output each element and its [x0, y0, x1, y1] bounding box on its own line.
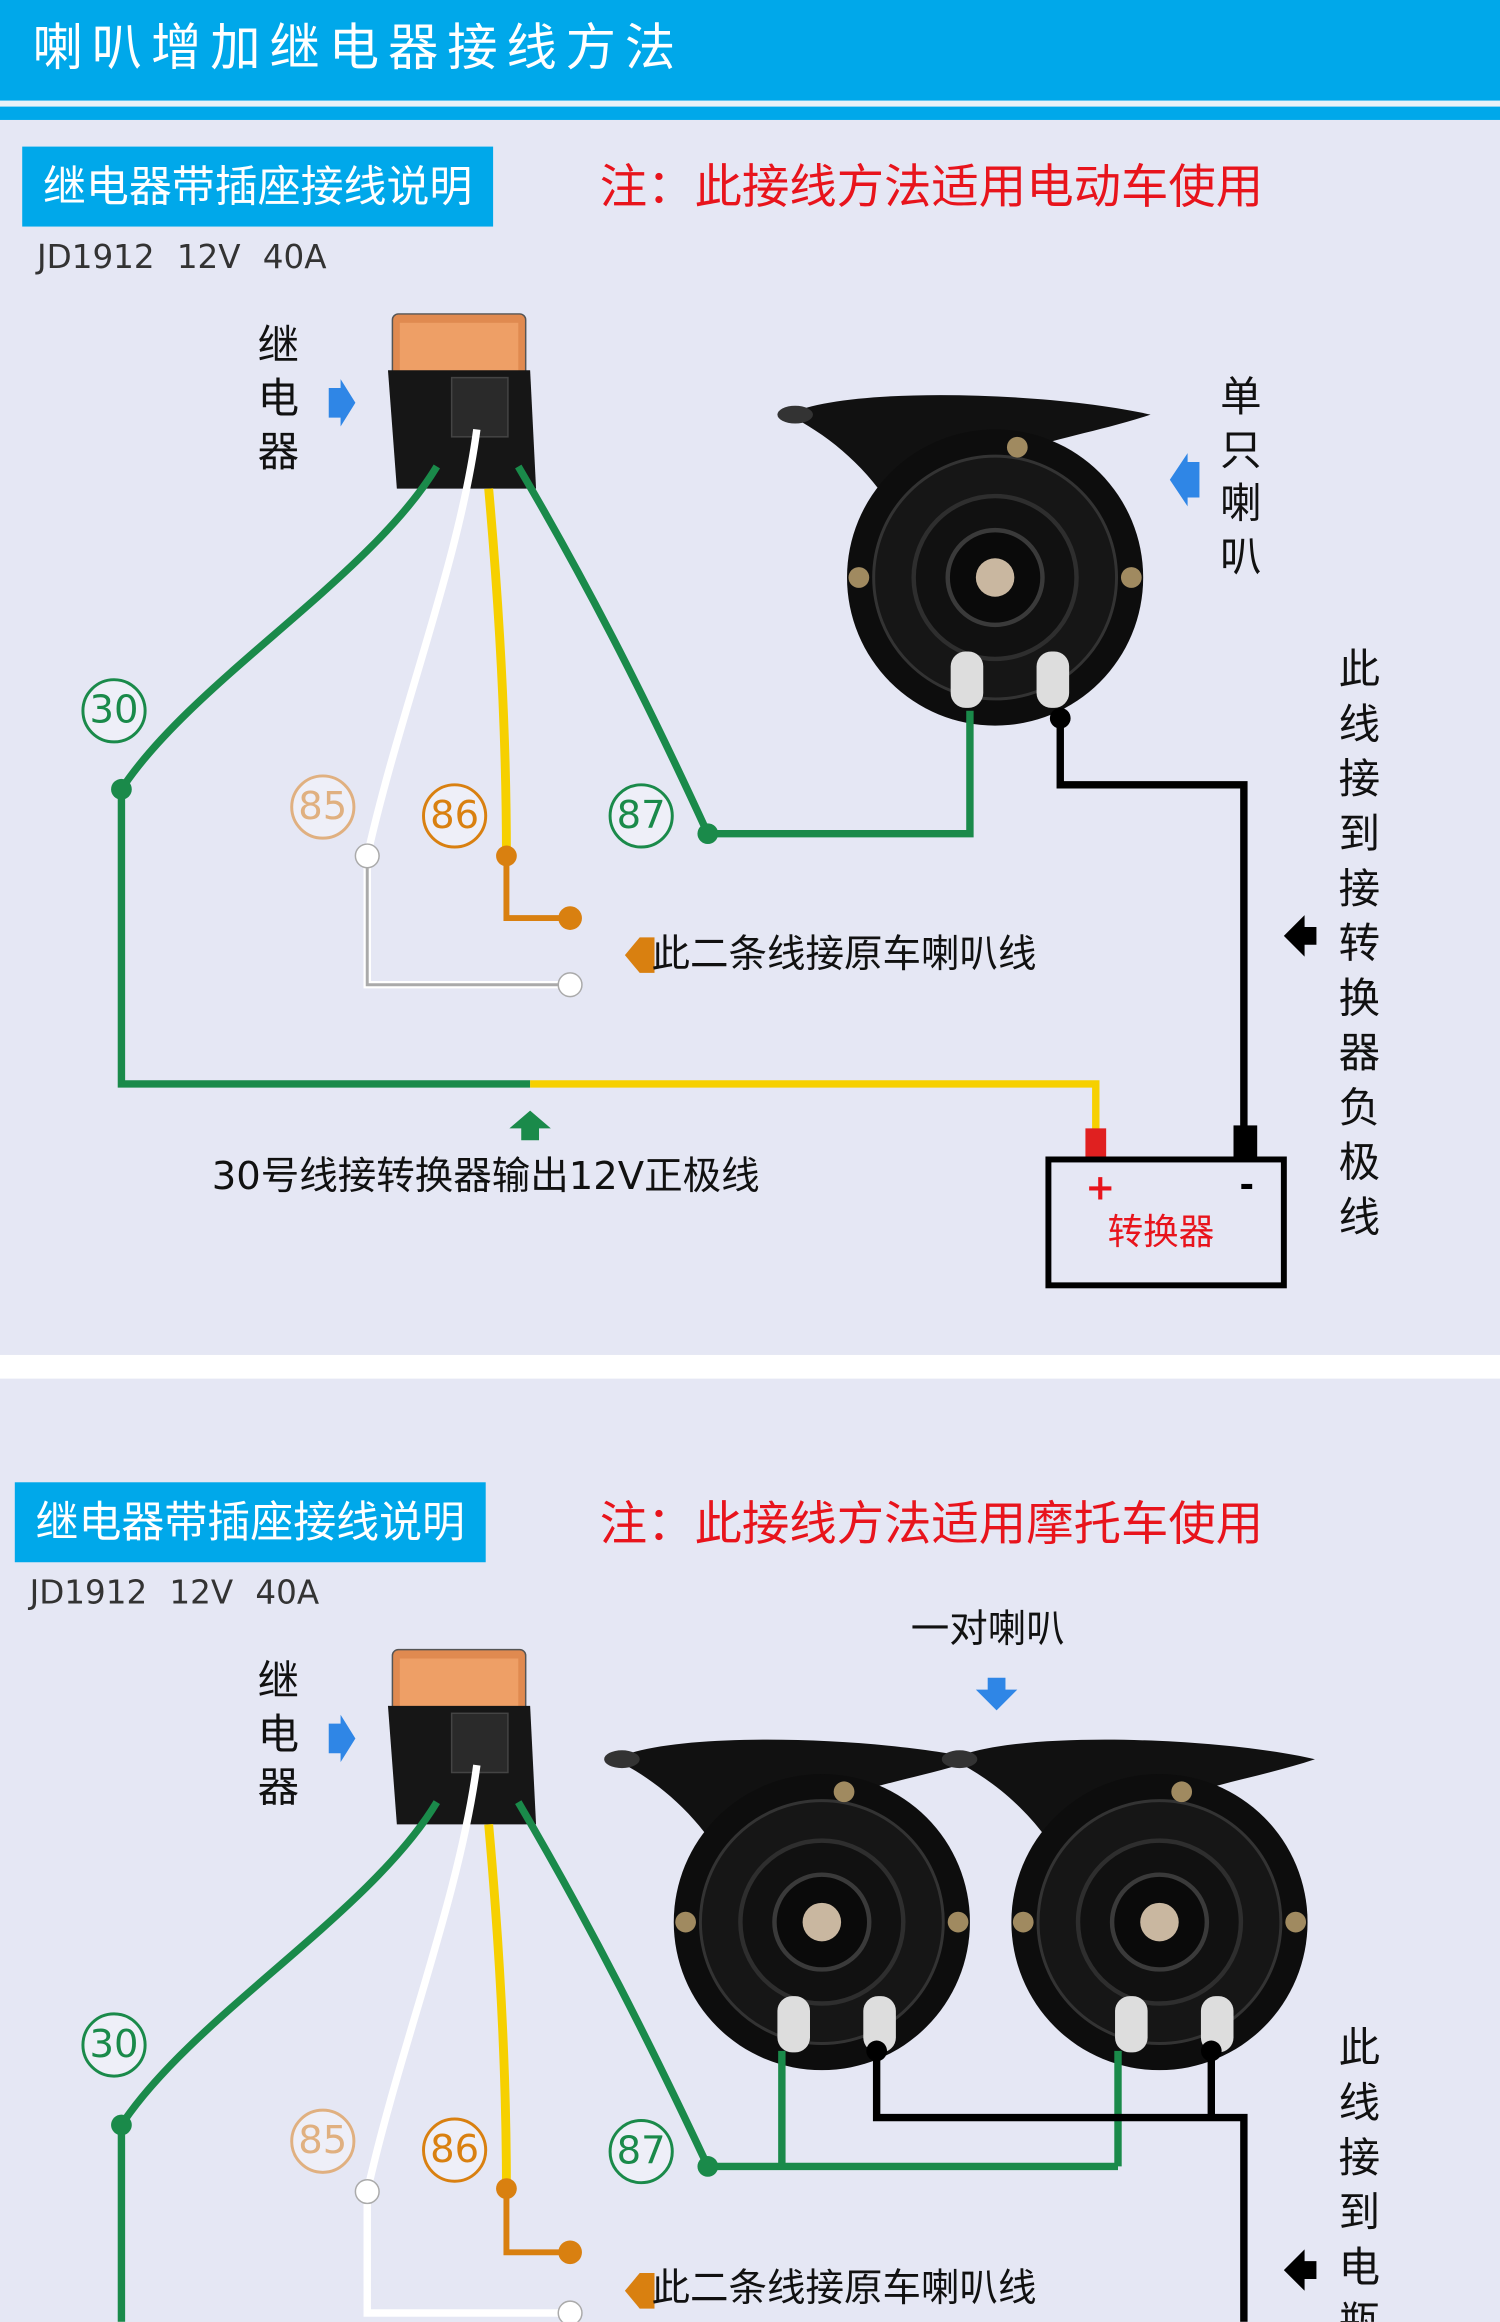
arrow-down-icon — [975, 1677, 1018, 1711]
wire-86-orange — [503, 2188, 571, 2256]
terminal-86: 86 — [422, 2117, 488, 2183]
arrow-left-black-icon — [1283, 2249, 1317, 2291]
arrow-up-green-icon — [509, 1110, 551, 1141]
arrow-right-icon — [328, 379, 356, 427]
section-label: 继电器带插座接线说明 — [14, 1482, 486, 1563]
panel-1-diagram — [111, 313, 1317, 1289]
converter-label: 转换器 — [1107, 1211, 1215, 1253]
terminal-87: 87 — [608, 2119, 674, 2185]
wire-87-green — [515, 1800, 1122, 2171]
wire-85-white — [363, 428, 571, 989]
relay-image — [387, 313, 537, 490]
arrow-left-orange-icon — [624, 937, 655, 973]
terminal-30: 30 — [81, 678, 147, 744]
header-bar — [0, 0, 1500, 101]
wire-85-white — [363, 1764, 571, 2317]
panel-divider — [0, 1354, 1500, 1379]
horn-wire-caption: 此二条线接原车喇叭线 — [651, 2267, 1037, 2312]
wire-86-yellow — [484, 1823, 511, 2189]
horn-label: 一对喇叭 — [910, 1608, 1065, 1653]
negative-caption: 此线接到电瓶 — [1332, 2025, 1382, 2322]
horn-label: 单只喇叭 — [1214, 374, 1264, 588]
horn-image-right — [942, 1740, 1315, 2071]
positive-caption: 30号线接转换器输出12V正极线 — [211, 1155, 760, 1200]
relay-label: 继电器 — [251, 1658, 301, 1819]
relay-spec: JD1912 12V 40A — [29, 1575, 320, 1613]
arrow-left-black-icon — [1283, 915, 1317, 957]
relay-label: 继电器 — [251, 322, 301, 483]
terminal-87: 87 — [608, 783, 674, 849]
negative-caption: 此线接到接转换器负极线 — [1332, 647, 1382, 1250]
page-title: 喇叭增加继电器接线方法 — [32, 19, 685, 79]
arrow-left-icon — [1169, 453, 1200, 507]
relay-image — [387, 1648, 537, 1826]
wire-positive-yellow — [530, 1080, 1100, 1133]
terminal-85: 85 — [290, 2108, 356, 2174]
usage-note: 注：此接线方法适用摩托车使用 — [599, 1495, 1264, 1552]
wire-86-orange — [503, 855, 571, 922]
wire-30-green — [117, 464, 531, 1088]
relay-spec: JD1912 12V 40A — [37, 239, 327, 277]
wire-86-yellow — [484, 488, 511, 856]
section-label: 继电器带插座接线说明 — [22, 146, 494, 227]
horn-image — [777, 395, 1150, 726]
terminal-30: 30 — [81, 2012, 147, 2078]
converter-plus: + — [1085, 1166, 1116, 1209]
panel-2-diagram — [111, 1648, 1317, 2322]
wire-87-green — [515, 464, 974, 838]
header-underline — [0, 106, 1500, 120]
terminal-86: 86 — [422, 783, 488, 849]
wire-30-green — [117, 1800, 441, 2322]
horn-image-left — [604, 1740, 977, 2071]
converter-box — [1045, 1156, 1287, 1289]
arrow-left-orange-icon — [624, 2273, 655, 2309]
converter-minus: - — [1239, 1163, 1255, 1206]
terminal-85: 85 — [290, 774, 356, 840]
usage-note: 注：此接线方法适用电动车使用 — [599, 158, 1264, 215]
wire-negative-black — [1056, 718, 1248, 1133]
wire-negative-black — [872, 2050, 1248, 2322]
horn-wire-caption: 此二条线接原车喇叭线 — [651, 932, 1037, 978]
arrow-right-icon — [328, 1714, 356, 1763]
